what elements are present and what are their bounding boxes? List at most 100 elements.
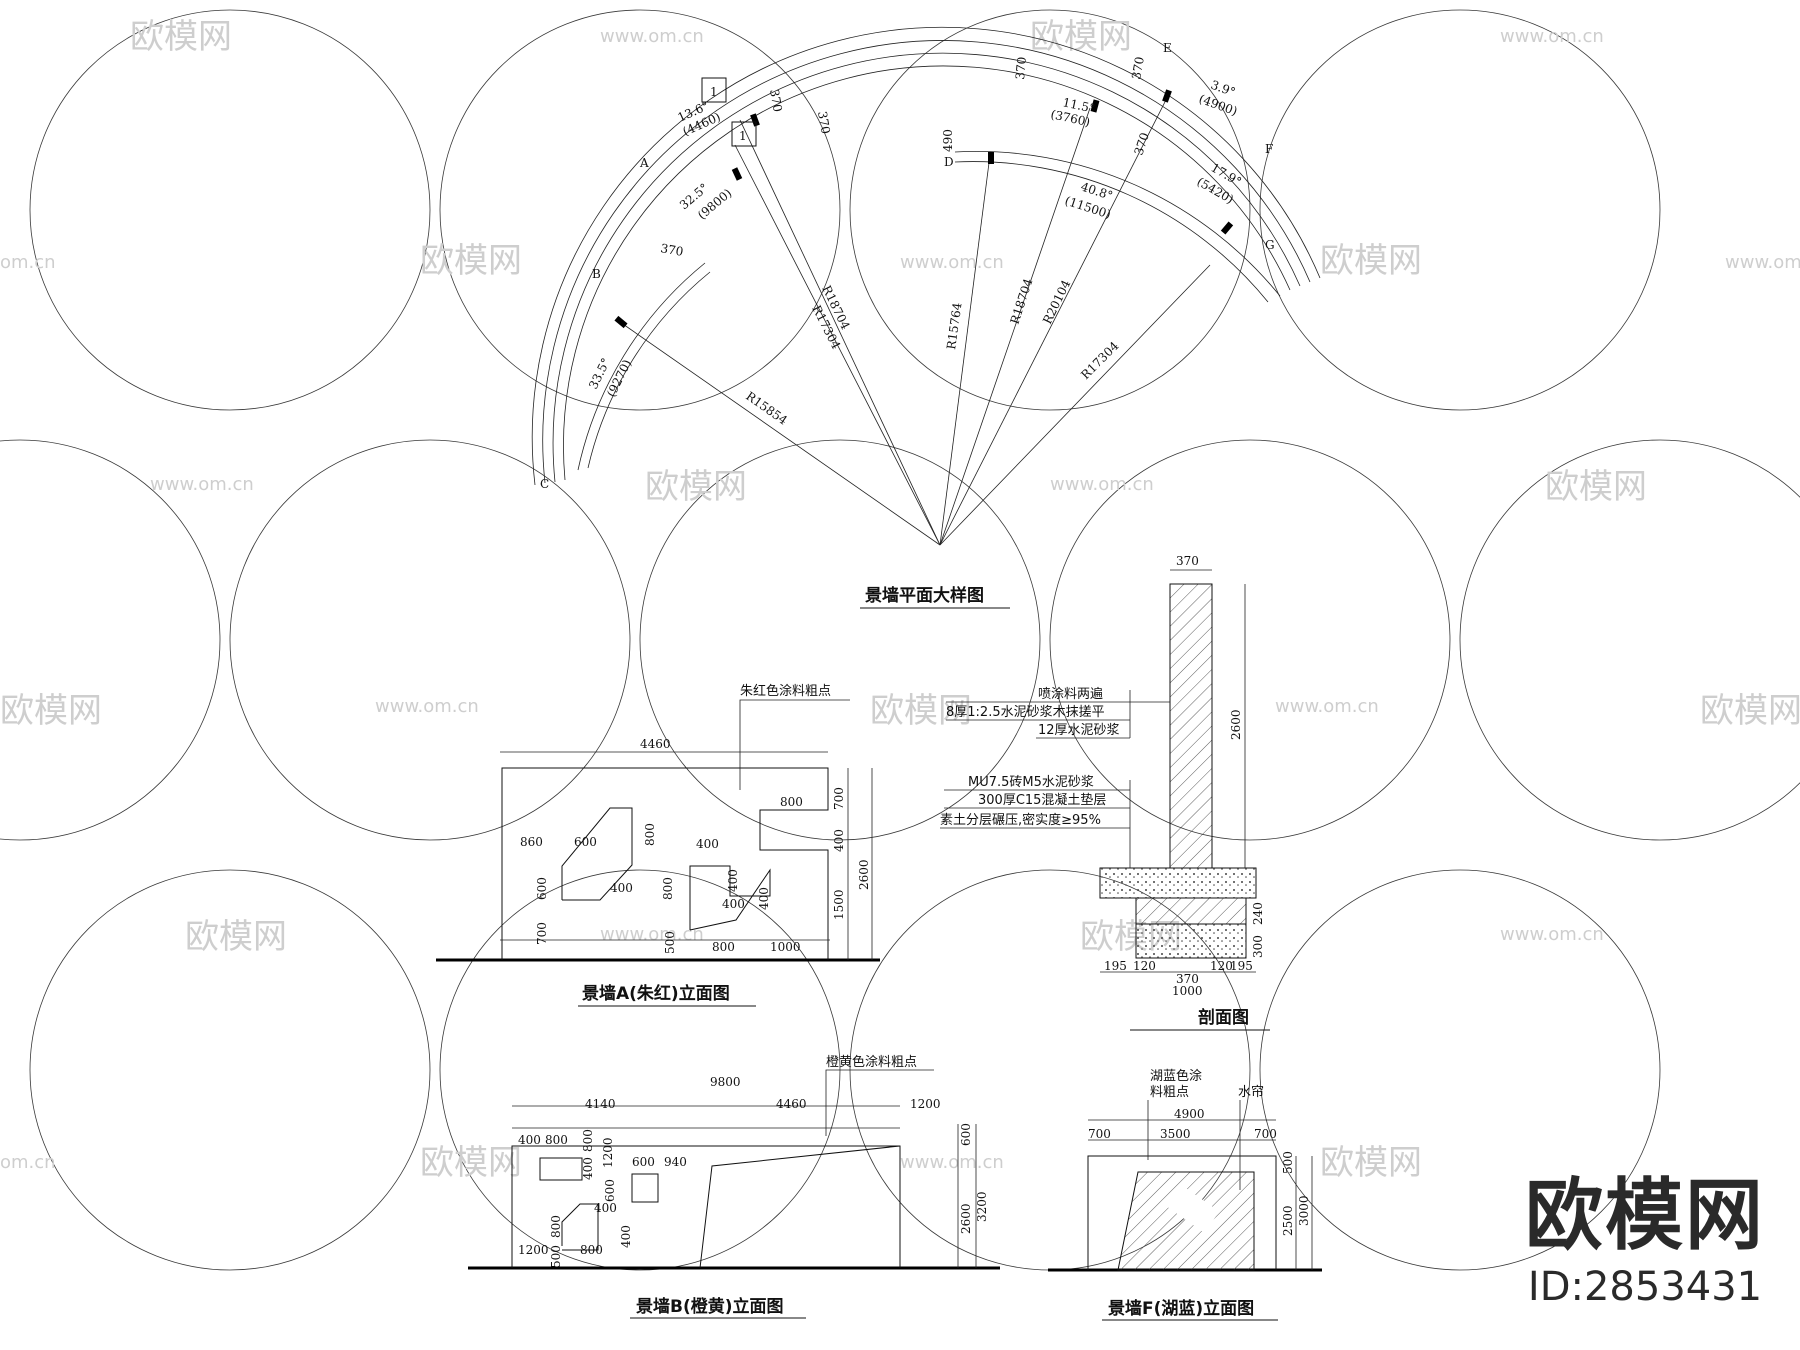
- elev-b-dim-600-right: 600: [959, 1123, 973, 1146]
- elev-b-dim-9800: 9800: [710, 1075, 741, 1089]
- joint-marker-7: [1220, 221, 1234, 235]
- plan-point-a: A: [639, 156, 649, 170]
- elev-a-note-leader: [739, 699, 850, 790]
- watermark-url-7: www.om.cn: [1050, 474, 1154, 495]
- elev-a-dim-400-e: 400: [757, 887, 771, 910]
- plan-point-g: G: [1265, 238, 1275, 252]
- elev-a-dim-400-right: 400: [832, 829, 846, 852]
- section-dim-300: 300: [1251, 935, 1265, 958]
- elev-b-dim-400-a: 400: [518, 1133, 541, 1147]
- elev-f-caption: 景墙F(湖蓝)立面图: [1108, 1298, 1254, 1319]
- elev-a-caption: 景墙A(朱红)立面图: [582, 983, 730, 1004]
- section-note-4: MU7.5砖M5水泥砂浆: [968, 775, 1094, 790]
- watermark-url-8: www.om.cn: [375, 696, 479, 717]
- plan-point-e: E: [1163, 41, 1172, 55]
- watermark-url-10: www.om.cn: [600, 924, 704, 945]
- plan-marker-box-1: [701, 77, 727, 103]
- section-dim-1000: 1000: [1172, 984, 1203, 998]
- elev-b-dim-800-a: 800: [545, 1133, 568, 1147]
- plan-arc-outer-4: [531, 26, 1321, 486]
- elev-a-dim-800-b: 800: [661, 877, 675, 900]
- elevation-a: 4460 800 700 400 2600 1500 860 600 800 4…: [436, 683, 880, 1007]
- watermark-layer: 欧模网 欧模网 www.om.cn www.om.cn om.cn 欧模网 ww…: [0, 9, 1800, 1271]
- radius-label-7: R17304: [1078, 339, 1122, 383]
- elev-f-dim-4900: 4900: [1174, 1107, 1205, 1121]
- elev-b-dim-3200: 3200: [975, 1191, 989, 1222]
- watermark-brand-4: 欧模网: [1320, 241, 1422, 281]
- elev-b-note-leader: [825, 1069, 934, 1136]
- section-dim-2600: 2600: [1229, 709, 1243, 740]
- watermark-brand-5: 欧模网: [645, 467, 747, 507]
- elev-b-note: 橙黄色涂料粗点: [826, 1054, 917, 1070]
- watermark-brand-13: 欧模网: [1320, 1143, 1422, 1183]
- plan-arc-inner-c2: [577, 262, 706, 471]
- elev-b-dim-600-a: 600: [632, 1155, 655, 1169]
- section-concrete-base: [1135, 923, 1247, 959]
- elev-a-opening-1: [561, 807, 633, 901]
- section-caption: 剖面图: [1198, 1007, 1249, 1028]
- elev-a-dim-800-a: 800: [643, 823, 657, 846]
- joint-marker-1: [750, 113, 760, 127]
- watermark-url-3: om.cn: [0, 252, 56, 273]
- plan-marker-1: 1: [710, 85, 718, 99]
- joint-marker-2: [731, 167, 743, 181]
- watermark-url-12: om.cn: [0, 1152, 56, 1173]
- plan-dim-3: 370: [659, 241, 684, 259]
- watermark-brand-7: 欧模网: [0, 691, 102, 731]
- watermark-url-5: www.om.cn: [1725, 252, 1800, 273]
- watermark-brand-2: 欧模网: [1030, 17, 1132, 57]
- elev-a-dim-800-c: 800: [712, 940, 735, 954]
- elev-a-dim-400-d: 400: [722, 897, 745, 911]
- elev-b-dim-4460: 4460: [776, 1097, 807, 1111]
- elev-b-dim-600-b: 600: [603, 1179, 617, 1202]
- section-dim-240: 240: [1251, 902, 1265, 925]
- section-dim-195-right: 195: [1230, 959, 1253, 973]
- plan-point-f: F: [1265, 142, 1273, 156]
- elev-a-dim-700-top: 700: [832, 787, 846, 810]
- elev-b-dim-940: 940: [664, 1155, 687, 1169]
- elev-b-opening-3: [561, 1203, 599, 1251]
- section-dim-195-left: 195: [1104, 959, 1127, 973]
- elev-f-dim-2500: 2500: [1281, 1205, 1295, 1236]
- joint-marker-6: [1162, 89, 1172, 103]
- elev-a-dim-2600: 2600: [857, 859, 871, 890]
- joint-marker-4: [988, 152, 994, 164]
- brand-id: ID:2853431: [1527, 1264, 1763, 1310]
- watermark-url-11: www.om.cn: [1500, 924, 1604, 945]
- plan-point-b: B: [592, 267, 601, 281]
- plan-arc-inner-c: [587, 271, 711, 469]
- watermark-brand-8: 欧模网: [870, 691, 972, 731]
- elev-b-dim-1200-bottom: 1200: [518, 1243, 549, 1257]
- watermark-url-4: www.om.cn: [900, 252, 1004, 273]
- plan-dim-6: 370: [1129, 56, 1147, 81]
- elev-b-dim-2600: 2600: [959, 1203, 973, 1234]
- watermark-brand-1: 欧模网: [130, 17, 232, 57]
- watermark-url-6: www.om.cn: [150, 474, 254, 495]
- watermark-url-1: www.om.cn: [600, 26, 704, 47]
- plan-point-c: C: [540, 477, 549, 491]
- plan-arc-inner-g2: [954, 161, 1269, 303]
- radius-label-5: R18704: [1008, 276, 1036, 326]
- section-note-2: 8厚1:2.5水泥砂浆木抹搓平: [946, 704, 1105, 720]
- radius-label-6: R20104: [1040, 277, 1073, 326]
- elev-f-note-2: 料粗点: [1150, 1085, 1189, 1100]
- section-dim-370-bottom: 370: [1176, 972, 1199, 986]
- elev-a-dim-400-c: 400: [726, 869, 740, 892]
- section-note-5: 300厚C15混凝土垫层: [978, 792, 1106, 808]
- watermark-brand-9: 欧模网: [1700, 691, 1800, 731]
- elev-a-dim-1000: 1000: [770, 940, 801, 954]
- watermark-brand-3: 欧模网: [420, 241, 522, 281]
- plan-dim-5: 490: [941, 129, 955, 152]
- elev-b-dim-800-d: 800: [580, 1243, 603, 1257]
- section-dim-370-top: 370: [1176, 554, 1199, 568]
- elev-b-dim-400-c: 400: [594, 1201, 617, 1215]
- watermark-brand-12: 欧模网: [420, 1143, 522, 1183]
- brand-watermark: 欧模网 ID:2853431: [1515, 1170, 1775, 1312]
- radius-line-5: [939, 107, 1091, 546]
- elev-a-note: 朱红色涂料粗点: [740, 683, 831, 699]
- plan-dim-4: 370: [1013, 56, 1029, 80]
- watermark-brand-6: 欧模网: [1545, 467, 1647, 507]
- brand-logo: 欧模网: [1524, 1171, 1765, 1261]
- radius-line-2: [734, 144, 941, 546]
